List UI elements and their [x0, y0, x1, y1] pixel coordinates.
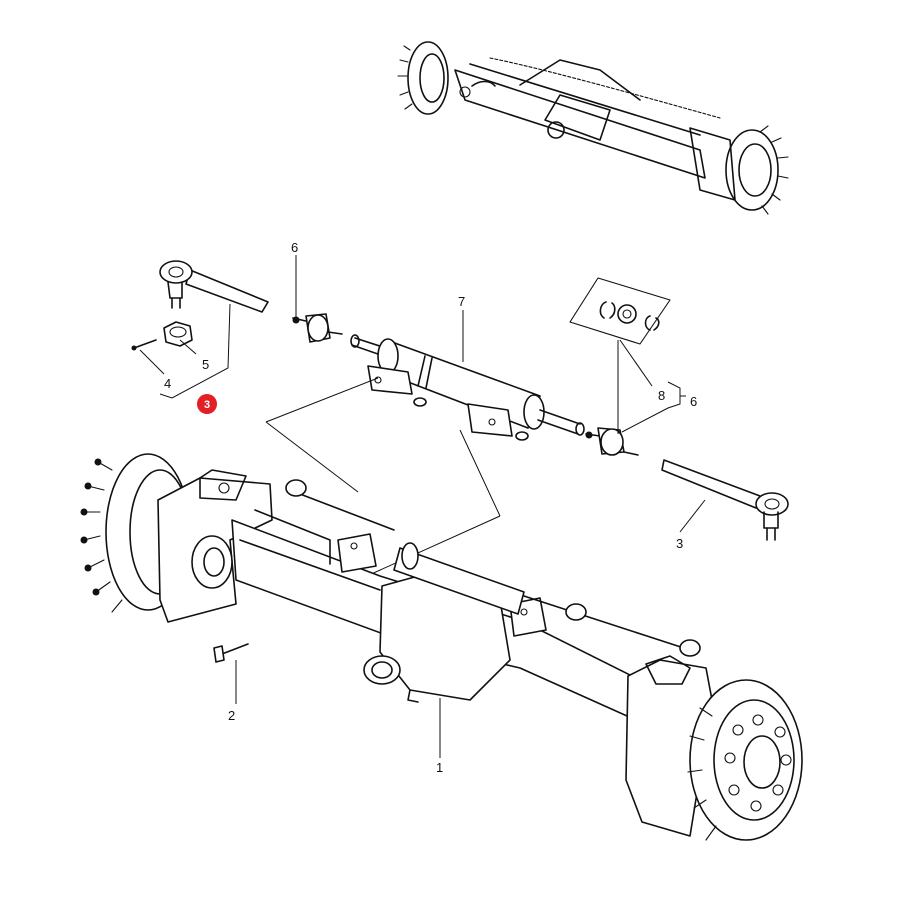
callout-label-1: 1 — [436, 760, 443, 775]
ball-joint-right-illustration — [585, 427, 639, 456]
axle-overview-illustration — [397, 41, 789, 215]
tie-rod-right-illustration — [661, 459, 789, 541]
tie-rod-left-illustration — [159, 260, 269, 313]
steering-cylinder-illustration — [350, 334, 585, 441]
highlighted-callout-badge[interactable]: 3 — [197, 394, 217, 414]
main-axle-illustration — [80, 453, 803, 841]
callout-label-6-right: 6 — [690, 394, 697, 409]
callout-label-7: 7 — [458, 294, 465, 309]
assembly-guide-lines — [265, 377, 501, 581]
ball-joint-left-illustration — [292, 313, 343, 343]
castle-nut-illustration — [163, 321, 193, 347]
repair-kit-box-illustration — [569, 277, 671, 345]
callout-label-2: 2 — [228, 708, 235, 723]
callout-label-3-right: 3 — [676, 536, 683, 551]
badge-circle — [197, 394, 217, 414]
callout-label-5: 5 — [202, 357, 209, 372]
callout-label-6-top: 6 — [291, 240, 298, 255]
callout-label-8: 8 — [658, 388, 665, 403]
callout-label-3-left: 3 — [204, 399, 210, 411]
cotter-pin-illustration — [131, 339, 157, 351]
callout-label-4: 4 — [164, 376, 171, 391]
callout-leaders — [139, 255, 706, 758]
callout-labels: 1 2 3 4 5 6 6 7 8 — [164, 240, 697, 775]
